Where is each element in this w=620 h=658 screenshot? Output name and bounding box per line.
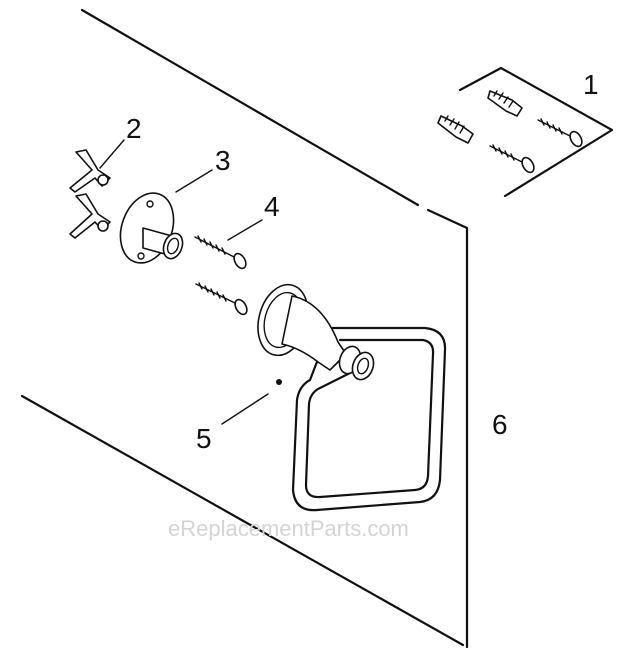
callout-6: 6 (492, 409, 508, 440)
watermark: eReplacementParts.com (168, 516, 409, 541)
wall-screw-icon (194, 235, 247, 270)
screws-anchors-kit (437, 66, 614, 198)
wall-anchor-icon (437, 115, 474, 144)
leader-lines (99, 139, 269, 425)
wood-screw-icon (537, 118, 583, 148)
towel-ring-assembly (257, 283, 447, 512)
wall-anchor-icon (487, 90, 523, 117)
wood-screw-icon (489, 144, 535, 174)
wall-outline (20, 8, 469, 649)
mounting-bracket (119, 192, 184, 264)
callout-4: 4 (264, 191, 280, 222)
callout-3: 3 (215, 145, 231, 176)
callout-5: 5 (196, 423, 212, 454)
wall-screw-icon (195, 282, 248, 316)
hex-wrench-icon (69, 193, 111, 239)
callout-2: 2 (126, 113, 142, 144)
hex-wrench-icon (69, 149, 111, 193)
set-screw-icon (276, 379, 282, 385)
callout-1: 1 (583, 69, 599, 100)
